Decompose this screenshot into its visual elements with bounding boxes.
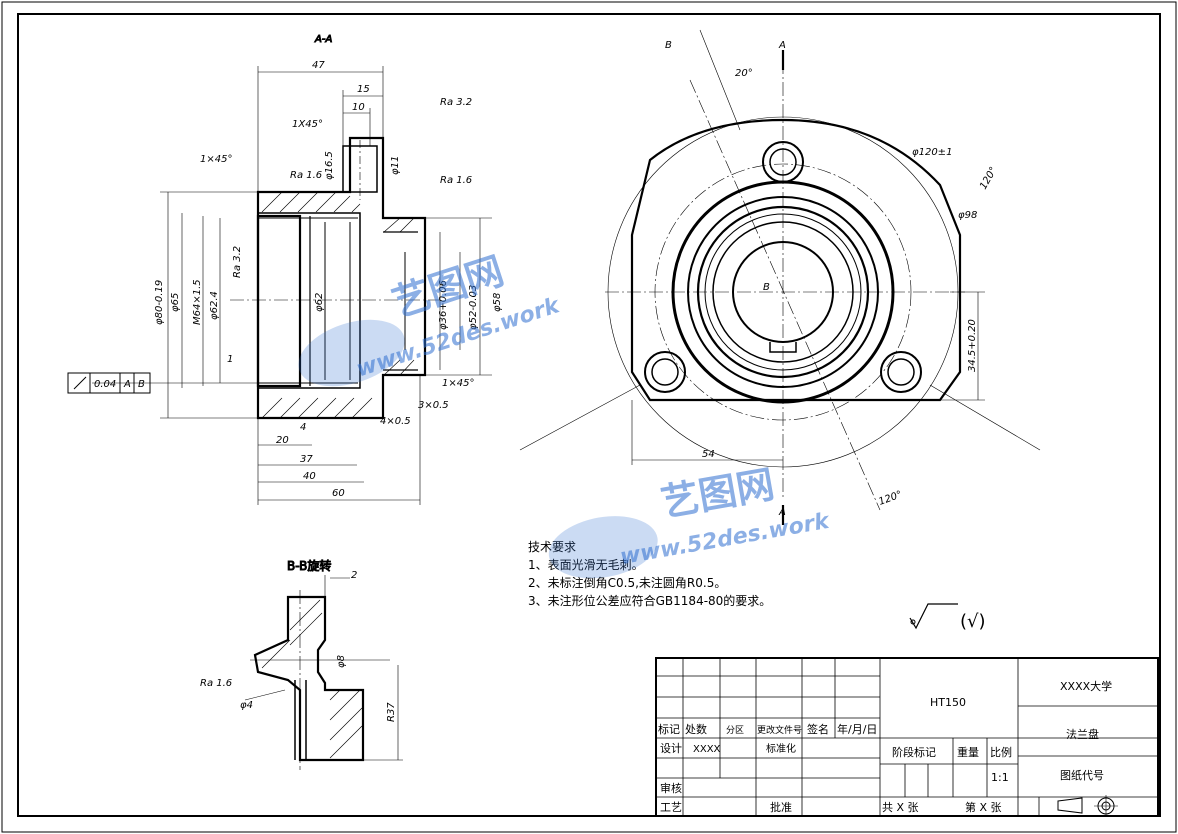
dim-phi52: φ52-0.03 [468,285,479,330]
dim-groove-4x05: 4×0.5 [380,416,411,427]
technical-requirements: 技术要求 1、表面光滑无毛刺。 2、未标注倒角C0.5,未注圆角R0.5。 3、… [528,540,771,608]
front-view-text: B A 20° 120° φ120±1 φ98 B 34.5+0.20 54 A… [665,40,1000,518]
dim-10: 10 [352,102,365,113]
angle-20: 20° [735,68,753,79]
section-bb-title: B-B旋转 [287,558,331,573]
inner-label-b: B [763,282,770,293]
dim-60: 60 [332,488,345,499]
dim-phi4: φ4 [240,700,253,711]
tech-heading: 技术要求 [528,540,576,554]
dim-phi62-4: φ62.4 [209,291,220,320]
weight-label: 重量 [957,745,979,759]
section-aa-dimension-text: 47 15 10 1X45° 1×45° Ra 1.6 Ra 3.2 Ra 1.… [94,60,503,499]
watermark-brand-lower: 艺图网 [658,462,778,525]
dim-47: 47 [312,60,325,71]
roughness-ra32-b: Ra 3.2 [232,246,243,278]
tech-item-1: 1、表面光滑无毛刺。 [528,558,644,572]
roughness-ra16-bb: Ra 1.6 [200,678,232,689]
tolerance-value: 0.04 [94,379,116,390]
row-sign-label: 签名 [807,722,829,736]
title-block-text: HT150 XXXX大学 法兰盘 图纸代号 标记 处数 分区 更改文件号 签名 … [658,679,1112,814]
dim-phi11: φ11 [390,156,401,175]
dim-phi80: φ80-0.19 [154,280,165,325]
dim-54: 54 [702,449,715,460]
dim-1: 1 [227,354,233,365]
dim-m64: M64×1.5 [192,279,203,325]
row-mark-label: 标记 [658,722,680,736]
dim-chamfer-right: 1×45° [442,378,474,389]
design-label: 设计 [660,742,682,755]
approve-label: 批准 [770,800,792,814]
section-aa-title: A-A [314,34,332,45]
dim-chamfer-top: 1X45° [292,119,323,130]
front-view [519,29,1041,525]
dim-15: 15 [357,84,370,95]
row-zone-label: 分区 [726,725,744,736]
dim-4: 4 [300,422,306,433]
roughness-note: (√) [960,611,986,632]
dim-40: 40 [303,471,316,482]
part-name: 法兰盘 [1066,727,1099,741]
material: HT150 [930,696,966,709]
view-label-a-top: A [778,40,786,51]
dim-phi98: φ98 [958,210,977,221]
dim-phi65: φ65 [170,293,181,312]
roughness-ra16-b: Ra 1.6 [440,175,472,186]
dim-groove-3x05: 3×0.5 [418,400,449,411]
tolerance-datum-b: B [138,379,145,390]
dim-phi120: φ120±1 [912,147,952,158]
sheets-total: 共 X 张 [882,801,919,814]
scale-value: 1:1 [991,771,1009,784]
angle-120-a: 120° [978,165,1000,191]
row-count-label: 处数 [685,723,707,736]
watermark-lower: 艺图网 www.52des.work [548,462,832,579]
tech-item-3: 3、未注形位公差应符合GB1184-80的要求。 [528,593,771,608]
tech-item-2: 2、未标注倒角C0.5,未注圆角R0.5。 [528,575,726,590]
row-change-doc-label: 更改文件号 [757,724,802,736]
scale-label: 比例 [990,745,1012,759]
row-date-label: 年/月/日 [837,722,877,736]
dim-phi16-5: φ16.5 [324,151,335,180]
roughness-ra32-a: Ra 3.2 [440,97,472,108]
dim-r37: R37 [386,702,397,722]
view-label-b: B [665,40,672,51]
dim-37: 37 [300,454,313,465]
dim-phi8: φ8 [336,655,347,668]
stage-label: 阶段标记 [892,745,936,759]
title-block [655,657,1159,817]
drawing-no-label: 图纸代号 [1060,769,1104,782]
section-bb-view: B-B旋转 [244,558,403,770]
process-label: 工艺 [660,801,682,814]
university: XXXX大学 [1060,679,1112,693]
dim-34-5: 34.5+0.20 [967,319,978,372]
watermark-url-lower: www.52des.work [618,509,832,571]
review-label: 审核 [660,781,682,795]
view-label-a-bottom: A [778,507,786,518]
dim-phi58: φ58 [492,293,503,312]
roughness-ra16-a: Ra 1.6 [290,170,322,181]
dim-chamfer-left: 1×45° [200,154,232,165]
dim-2: 2 [351,570,357,581]
sheet-number: 第 X 张 [965,800,1002,814]
dim-20: 20 [276,435,289,446]
angle-120-b: 120° [877,489,903,508]
designer: XXXX [693,744,721,755]
dim-phi62: φ62 [314,293,325,312]
standardize-label: 标准化 [766,742,796,755]
dim-phi36: φ36+0.06 [438,280,449,330]
roughness-symbol: (√) [909,603,986,632]
section-aa-view: A-A [67,34,492,505]
section-bb-text: 2 Ra 1.6 φ4 φ8 R37 [200,570,397,722]
inner-border [17,13,1161,817]
tolerance-datum-a: A [123,379,131,390]
